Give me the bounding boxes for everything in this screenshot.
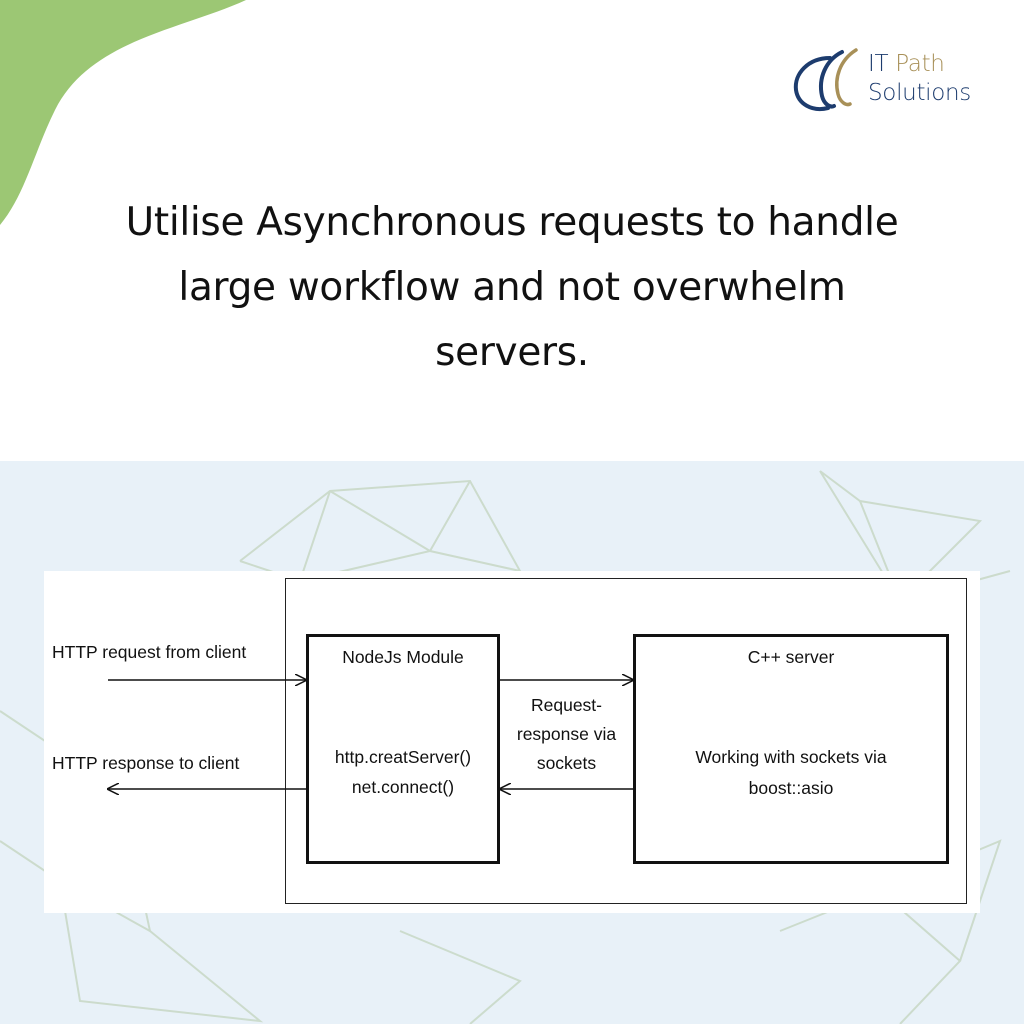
- headline-line-1: Utilise Asynchronous requests to handle: [125, 200, 899, 245]
- headline: Utilise Asynchronous requests to handle …: [60, 190, 964, 385]
- nodejs-line-1: http.creatServer(): [334, 747, 472, 767]
- http-request-label: HTTP request from client: [52, 642, 247, 662]
- green-corner-shape: [0, 0, 246, 225]
- brand-it: IT: [868, 51, 889, 77]
- nodejs-module-box: [306, 634, 500, 864]
- architecture-diagram: HTTP request from client HTTP response t…: [44, 571, 980, 913]
- link-line-3: sockets: [536, 753, 597, 773]
- cpp-title: C++ server: [747, 647, 835, 667]
- itpath-swoosh-logo-icon: [793, 48, 858, 111]
- brand-logo: IT Path Solutions: [790, 44, 990, 118]
- headline-line-2: large workflow and not overwhelm: [178, 265, 846, 310]
- link-line-2: response via: [516, 724, 617, 744]
- nodejs-line-2: net.connect(): [351, 777, 455, 797]
- headline-line-3: servers.: [435, 330, 589, 375]
- link-line-1: Request-: [530, 695, 602, 715]
- cpp-line-2: boost::asio: [748, 778, 834, 798]
- http-response-label: HTTP response to client: [52, 753, 240, 773]
- system-boundary-frame: [285, 578, 967, 904]
- brand-solutions: Solutions: [868, 80, 971, 106]
- diagram-arrows: [44, 571, 980, 913]
- cpp-line-1: Working with sockets via: [695, 747, 887, 767]
- brand-path: Path: [895, 51, 945, 77]
- brand-wordmark: IT Path Solutions: [868, 50, 971, 108]
- cpp-server-box: [633, 634, 949, 864]
- nodejs-title: NodeJs Module: [342, 647, 464, 667]
